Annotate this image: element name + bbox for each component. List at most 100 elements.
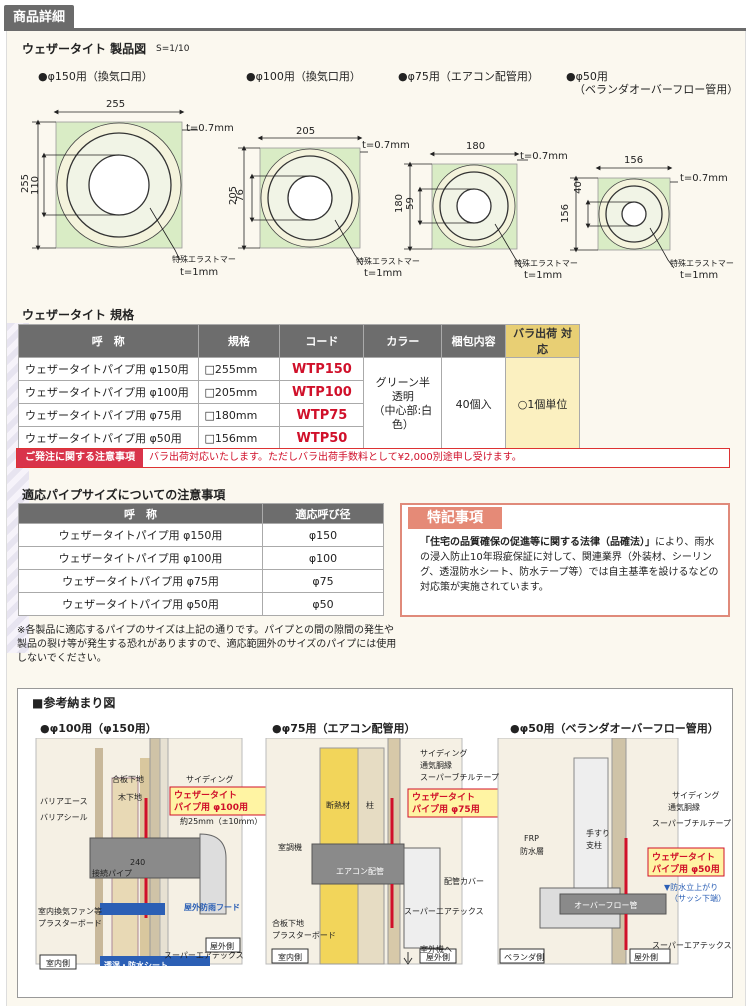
ref2-callout-1: ウェザータイト [412, 793, 476, 803]
ref3-label: 手すり [586, 829, 610, 838]
ref3-label: 通気胴縁 [668, 803, 700, 812]
spec-code: WTP50 [279, 426, 365, 450]
spec-header-color: カラー [363, 324, 443, 358]
ref2-label: 断熱材 [326, 801, 350, 810]
thickness-bottom-50: t=1mm [680, 270, 719, 281]
spec-code: WTP150 [279, 357, 365, 381]
dim-inner-50: 40 [572, 181, 584, 194]
order-notice: ご発注に関する注意事項 バラ出荷対応いたします。ただしバラ出荷手数料として¥2,… [16, 448, 730, 468]
thickness-bottom-150: t=1mm [180, 267, 219, 278]
ref2-label: 屋外側 [426, 953, 450, 962]
ref2-label: 室外機へ [420, 945, 452, 954]
spec-pack: 40個入 [441, 357, 507, 450]
ref1-label: プラスターボード [38, 919, 102, 928]
pipe-name: ウェザータイトパイプ用 φ150用 [18, 523, 263, 547]
ref2-label: 柱 [366, 801, 374, 810]
spec-color: グリーン半透明 [375, 375, 431, 403]
ref1-label: バリアシール [40, 813, 88, 822]
spec-header-bulk: バラ出荷 対応 [505, 324, 580, 358]
dim-height-75: 180 [394, 193, 406, 214]
drawing-label-50: ●φ50用 [566, 70, 608, 83]
special-title: 特記事項 [408, 507, 502, 529]
dim-width-50: 156 [624, 155, 644, 166]
tab-bar: 商品詳細 [0, 0, 750, 31]
spec-name: ウェザータイトパイプ用 φ75用 [18, 403, 199, 427]
spec-size: □180mm [197, 403, 281, 427]
ref3-label: FRP [524, 834, 539, 843]
spec-size: □255mm [197, 357, 281, 381]
spec-header-pack: 梱包内容 [441, 324, 507, 358]
pipe-header-dia: 適応呼び径 [262, 503, 384, 524]
elastomer-100: 特殊エラストマー [356, 257, 420, 266]
ref3-label: スーパーブチルテープ [652, 819, 731, 828]
ref2-label: エアコン配管 [336, 867, 384, 876]
dim-inner-100: 76 [234, 189, 246, 202]
ref2-label: 配管カバー [444, 877, 484, 886]
pipe-name: ウェザータイトパイプ用 φ100用 [18, 546, 263, 570]
ref3-label: （サッシ下端） [670, 894, 726, 903]
spec-color-cell: グリーン半透明 （中心部:白色） [363, 357, 443, 450]
ref-panel-label-2: ●φ75用（エアコン配管用） [272, 722, 416, 735]
ref1-callout-2: パイプ用 φ100用 [174, 803, 248, 813]
ref1-label: サイディング [186, 775, 234, 784]
pipe-dia: φ150 [262, 523, 384, 547]
spec-color-sub: （中心部:白色） [373, 403, 433, 431]
dim-width-100: 205 [296, 126, 316, 137]
spec-header-code: コード [279, 324, 365, 358]
ref3-label: ベランダ側 [504, 953, 544, 962]
ref3-label: オーバーフロー管 [574, 901, 638, 910]
thickness-top-150: t=0.7mm [186, 123, 234, 134]
pipe-dia: φ75 [262, 569, 384, 593]
ref2-label: 合板下地 [272, 919, 304, 928]
ref2-label: サイディング [420, 749, 468, 758]
ref-panel-label-3: ●φ50用（ベランダオーバーフロー管用） [510, 722, 719, 735]
ref1-label: スーパーエアテックス [164, 951, 244, 960]
ref1-label: 屋外防雨フード [184, 903, 240, 912]
ref1-label: バリアエース [40, 797, 88, 806]
spec-bulk: ○1個単位 [505, 357, 580, 450]
spec-size: □156mm [197, 426, 281, 450]
tab-product-details[interactable]: 商品詳細 [4, 5, 74, 30]
ref3-label: サイディング [672, 791, 720, 800]
spec-name: ウェザータイトパイプ用 φ100用 [18, 380, 199, 404]
dim-width-150: 255 [106, 99, 126, 110]
pipe-note: ※各製品に適応するパイプのサイズは上記の通りです。パイプとの間の隙間の発生や製品… [17, 625, 397, 664]
reference-drawings [35, 738, 725, 970]
ref1-callout-1: ウェザータイト [174, 791, 238, 801]
ref-panel-1 [35, 738, 273, 970]
spec-row: ウェザータイトパイプ用 φ75用 □180mm WTP75 [18, 403, 580, 427]
thickness-top-100: t=0.7mm [362, 140, 410, 151]
ref1-label: 室内側 [46, 959, 70, 968]
ref2-callout-2: パイプ用 φ75用 [412, 805, 480, 815]
pipe-dia: φ100 [262, 546, 384, 570]
drawing-title: ウェザータイト 製品図 [22, 42, 147, 56]
ref-panel-label-1: ●φ100用（φ150用） [40, 722, 157, 735]
elastomer-50: 特殊エラストマー [670, 259, 734, 268]
ref3-label: 防水層 [520, 847, 544, 856]
ref1-label: 透湿・防水シート [104, 961, 168, 970]
pipe-title: 適応パイプサイズについての注意事項 [22, 488, 226, 502]
ref3-callout-2: パイプ用 φ50用 [652, 865, 720, 875]
spec-name: ウェザータイトパイプ用 φ50用 [18, 426, 199, 450]
ref1-label: 屋外側 [210, 942, 234, 951]
drawing-label-150: ●φ150用（換気口用） [38, 70, 153, 83]
spec-table: 呼 称 規格 コード カラー 梱包内容 バラ出荷 対応 ウェザータイトパイプ用 … [18, 324, 580, 450]
ref1-label: 室内換気ファン等 [38, 907, 102, 916]
ref-panel-3 [497, 738, 725, 965]
ref3-label: 支柱 [586, 841, 602, 850]
dim-inner-75: 59 [404, 197, 416, 210]
reference-title: ■参考納まり図 [32, 696, 116, 710]
pipe-name: ウェザータイトパイプ用 φ75用 [18, 569, 263, 593]
thickness-bottom-100: t=1mm [364, 268, 403, 279]
ref2-label: プラスターボード [272, 931, 336, 940]
ref3-callout-1: ウェザータイト [652, 853, 716, 863]
special-box: 特記事項 「住宅の品質確保の促進等に関する法律（品確法）」により、雨水の浸入防止… [400, 503, 730, 617]
special-body-text: により、雨水の浸入防止10年瑕疵保証に対して、関連業界（外装材、シーリング、透湿… [420, 537, 719, 593]
pipe-name: ウェザータイトパイプ用 φ50用 [18, 592, 263, 616]
spec-code: WTP75 [279, 403, 365, 427]
ref2-label: 室調機 [278, 843, 302, 852]
